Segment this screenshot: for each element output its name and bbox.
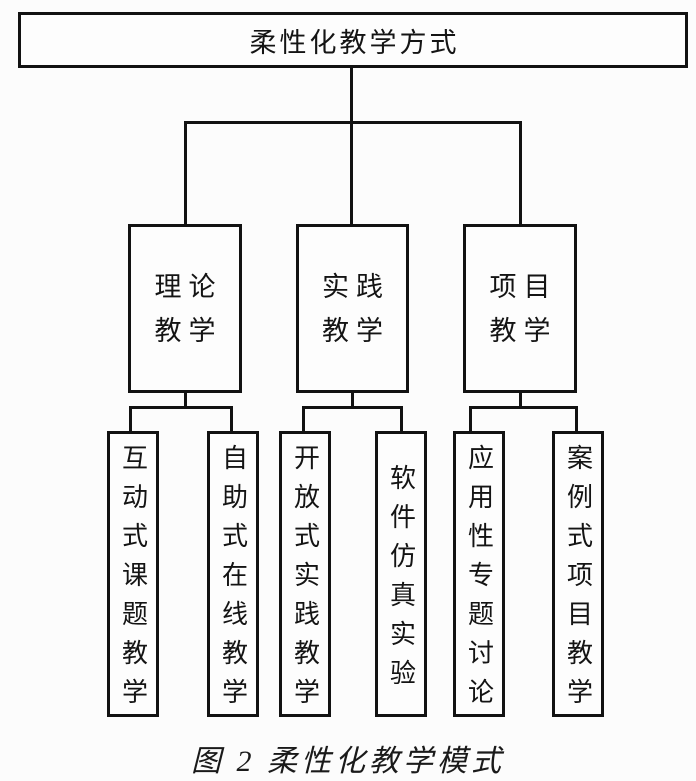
connector-drop-project — [519, 121, 522, 224]
node-software-simulation-experiment: 软件仿真实验 — [375, 431, 427, 717]
leaf-label: 互动式课题教学 — [118, 444, 148, 717]
node-practice-teaching: 实践 教学 — [296, 224, 409, 393]
connector-leaf5-drop — [469, 406, 472, 431]
connector-root-stem — [350, 68, 353, 224]
node-case-based-project-teaching: 案例式项目教学 — [552, 431, 604, 717]
connector-project-bus — [469, 406, 578, 409]
connector-leaf3-drop — [302, 406, 305, 431]
node-open-practice-teaching: 开放式实践教学 — [279, 431, 331, 717]
connector-top-bus — [184, 121, 522, 124]
node-root: 柔性化教学方式 — [18, 12, 688, 68]
leaf-label: 自助式在线教学 — [218, 444, 248, 717]
node-practice-label: 实践 教学 — [322, 271, 390, 346]
connector-theory-stub — [184, 391, 187, 409]
node-root-label: 柔性化教学方式 — [249, 27, 460, 58]
node-theory-label: 理论 教学 — [154, 271, 223, 346]
figure-caption: 图 2 柔性化教学模式 — [191, 745, 505, 778]
node-theory-teaching: 理论 教学 — [128, 224, 242, 393]
node-project-label: 项目 教学 — [489, 271, 558, 346]
leaf-label: 应用性专题讨论 — [464, 444, 494, 717]
node-applied-topic-discussion: 应用性专题讨论 — [453, 431, 505, 717]
connector-theory-bus — [129, 406, 233, 409]
node-project-teaching: 项目 教学 — [463, 224, 577, 393]
leaf-label: 案例式项目教学 — [563, 444, 593, 717]
connector-drop-theory — [184, 121, 187, 224]
connector-leaf6-drop — [575, 406, 578, 431]
connector-practice-stub — [351, 391, 354, 409]
connector-practice-bus — [302, 406, 403, 409]
connector-leaf2-drop — [230, 406, 233, 431]
node-interactive-topic-teaching: 互动式课题教学 — [107, 431, 159, 717]
connector-project-stub — [519, 391, 522, 409]
connector-leaf1-drop — [129, 406, 132, 431]
leaf-label: 开放式实践教学 — [290, 444, 320, 717]
connector-leaf4-drop — [400, 406, 403, 431]
leaf-label: 软件仿真实验 — [386, 463, 416, 698]
node-self-service-online-teaching: 自助式在线教学 — [207, 431, 259, 717]
